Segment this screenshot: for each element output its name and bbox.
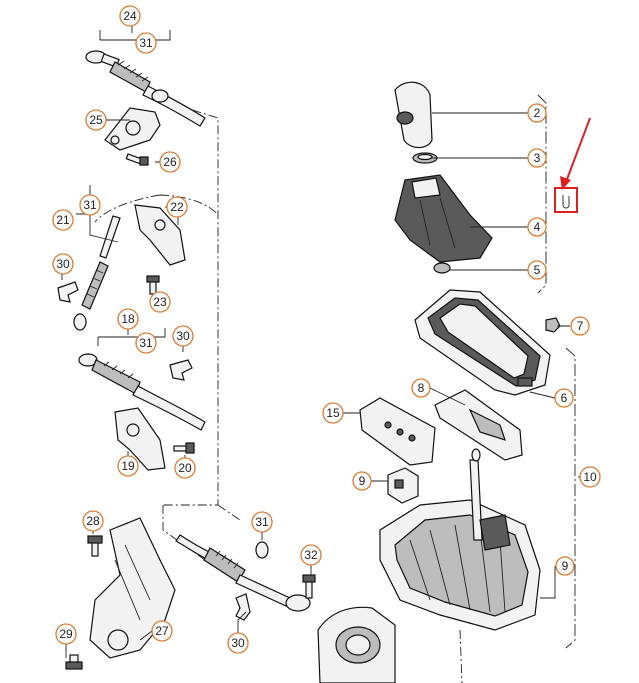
lower-cable-18 <box>78 353 206 431</box>
svg-text:15: 15 <box>326 406 340 420</box>
shifter-housing-9 <box>379 448 541 631</box>
callout-29: 29 <box>55 623 77 645</box>
svg-text:32: 32 <box>304 548 318 562</box>
svg-text:23: 23 <box>153 295 167 309</box>
callout-30: 30 <box>227 632 249 654</box>
part-15 <box>359 397 436 466</box>
callout-18: 18 <box>117 308 139 330</box>
clip-30-lower <box>235 593 251 621</box>
callout-6: 6 <box>554 388 574 408</box>
callout-19: 19 <box>117 455 139 477</box>
shift-knob-2 <box>394 81 433 149</box>
callout-30: 30 <box>172 325 194 347</box>
svg-text:18: 18 <box>121 312 135 326</box>
upper-cable-end <box>85 50 206 127</box>
callout-24: 24 <box>119 5 141 27</box>
callout-20: 20 <box>174 457 196 479</box>
highlight-annotation <box>554 117 591 213</box>
svg-text:31: 31 <box>83 198 97 212</box>
red-highlight-box <box>554 187 578 213</box>
svg-text:5: 5 <box>534 263 541 277</box>
cover-8 <box>434 389 523 461</box>
svg-text:4: 4 <box>534 220 541 234</box>
svg-text:26: 26 <box>163 155 177 169</box>
ring-3 <box>412 152 438 164</box>
callout-31: 31 <box>135 32 157 54</box>
red-arrow-icon <box>565 117 591 183</box>
group-bracket-upper <box>537 94 547 294</box>
svg-text:10: 10 <box>583 470 597 484</box>
clip-30-upper <box>57 281 79 303</box>
callout-27: 27 <box>151 620 173 642</box>
highlighted-part-icon <box>562 195 570 209</box>
bolt-29 <box>65 654 83 670</box>
callout-32: 32 <box>300 544 322 566</box>
shift-boot-4 <box>394 174 493 263</box>
callout-3: 3 <box>527 148 547 168</box>
callout-26: 26 <box>159 151 181 173</box>
callout-15: 15 <box>322 402 344 424</box>
svg-text:6: 6 <box>561 391 568 405</box>
svg-text:9: 9 <box>562 559 569 573</box>
svg-text:28: 28 <box>86 514 100 528</box>
bracket-27 <box>89 517 176 659</box>
svg-text:30: 30 <box>56 257 70 271</box>
callout-4: 4 <box>527 217 547 237</box>
callout-21: 21 <box>52 209 74 231</box>
bolt-20 <box>173 442 195 454</box>
callout-8: 8 <box>411 378 431 398</box>
svg-text:21: 21 <box>56 213 70 227</box>
callout-31: 31 <box>251 511 273 533</box>
bolt-32 <box>302 574 316 599</box>
bolt-28 <box>87 535 103 557</box>
cable-21 <box>73 215 121 331</box>
callout-2: 2 <box>527 103 547 123</box>
trim-frame-6 <box>414 289 551 396</box>
clip-30-middle <box>169 359 193 381</box>
callout-7: 7 <box>570 316 590 336</box>
callout-25: 25 <box>85 109 107 131</box>
svg-text:9: 9 <box>359 474 366 488</box>
nut-5 <box>433 262 451 274</box>
callout-9: 9 <box>352 471 372 491</box>
bolt-23 <box>146 275 160 295</box>
svg-text:2: 2 <box>534 106 541 120</box>
svg-text:29: 29 <box>59 627 73 641</box>
bottom-boot <box>317 606 396 683</box>
svg-text:27: 27 <box>155 624 169 638</box>
bolt-26 <box>125 153 149 166</box>
svg-text:20: 20 <box>178 461 192 475</box>
bottom-cable-end <box>175 534 311 612</box>
red-arrow-head-icon <box>560 176 571 190</box>
svg-text:31: 31 <box>139 336 153 350</box>
bracket-25 <box>104 107 161 151</box>
bracket-22 <box>134 204 186 266</box>
callout-9: 9 <box>555 556 575 576</box>
svg-text:25: 25 <box>89 113 103 127</box>
svg-text:3: 3 <box>534 151 541 165</box>
callout-30: 30 <box>52 253 74 275</box>
connector-9 <box>387 467 419 504</box>
svg-text:7: 7 <box>577 319 584 333</box>
callout-28: 28 <box>82 510 104 532</box>
callout-10: 10 <box>579 466 601 488</box>
svg-text:31: 31 <box>255 515 269 529</box>
svg-text:19: 19 <box>121 459 135 473</box>
callout-22: 22 <box>166 196 188 218</box>
svg-text:30: 30 <box>176 329 190 343</box>
svg-text:24: 24 <box>123 9 137 23</box>
callout-31: 31 <box>135 332 157 354</box>
bracket-19 <box>114 407 166 471</box>
svg-text:22: 22 <box>170 200 184 214</box>
svg-text:8: 8 <box>418 381 425 395</box>
group-bracket-lower <box>565 347 576 649</box>
lower-housing-line <box>459 629 463 683</box>
svg-text:31: 31 <box>139 36 153 50</box>
nut-7 <box>545 317 561 333</box>
callout-5: 5 <box>527 260 547 280</box>
svg-text:30: 30 <box>231 636 245 650</box>
callout-23: 23 <box>149 291 171 313</box>
callout-31: 31 <box>79 194 101 216</box>
